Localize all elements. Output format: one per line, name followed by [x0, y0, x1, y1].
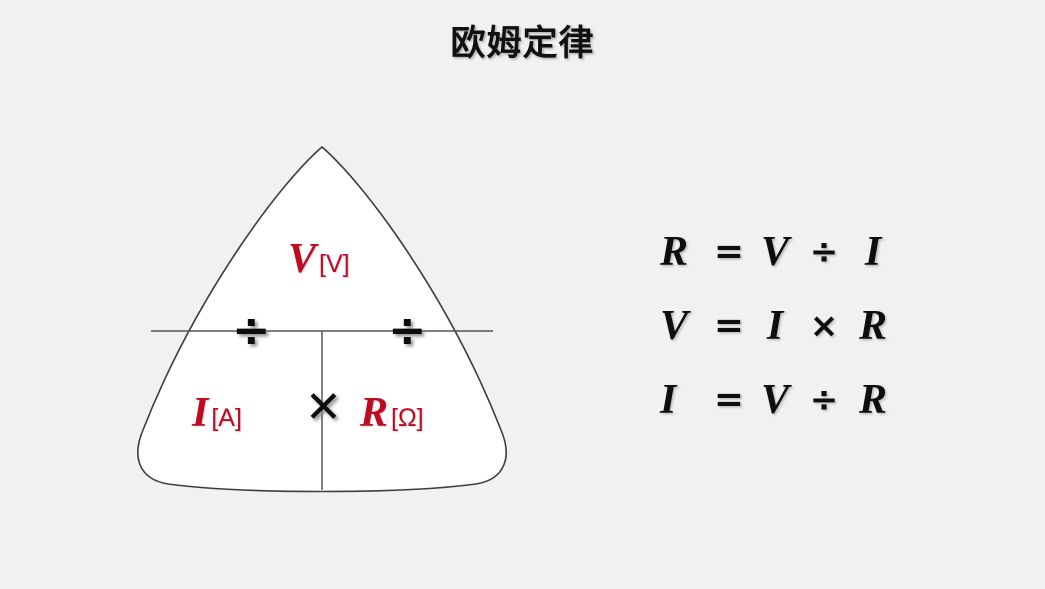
formula-operand-a: V [760, 229, 789, 275]
voltage-unit: [V] [319, 250, 350, 278]
formula-operand-a: I [766, 303, 784, 349]
triangle-cell-current: I[A] [192, 392, 242, 434]
formula-operand-b: R [858, 377, 887, 423]
formula-operator-icon: ÷ [809, 232, 839, 272]
resistance-symbol: R [360, 390, 389, 436]
current-symbol: I [192, 390, 209, 436]
triangle-outline [137, 145, 507, 493]
formula-operator-icon: ÷ [809, 380, 839, 420]
formula-equals-icon: = [713, 231, 745, 272]
formula-row-voltage: V = I × R [660, 289, 930, 363]
formula-lhs: I [660, 377, 677, 423]
divide-icon-left: ÷ [232, 303, 271, 357]
formula-equals-icon: = [713, 379, 745, 420]
formula-operand-b: I [864, 229, 882, 275]
voltage-symbol: V [288, 236, 317, 282]
formula-operand-b: R [858, 303, 887, 349]
formula-lhs: R [660, 229, 689, 275]
formula-operator-icon: × [809, 306, 839, 346]
current-unit: [A] [211, 404, 242, 432]
triangle-cell-voltage: V[V] [288, 238, 350, 280]
formula-equals-icon: = [713, 305, 745, 346]
formula-lhs: V [660, 303, 689, 349]
triangle-cell-resistance: R[Ω] [360, 392, 424, 434]
triangle-shape-svg [137, 145, 507, 493]
formula-list: R = V ÷ I V = I × R I = V ÷ R [660, 215, 930, 437]
multiply-icon: ✕ [305, 382, 342, 433]
resistance-unit: [Ω] [391, 404, 424, 432]
formula-row-resistance: R = V ÷ I [660, 215, 930, 289]
divide-icon-right: ÷ [388, 303, 427, 357]
formula-operand-a: V [760, 377, 789, 423]
ohms-law-triangle-diagram: V[V] I[A] R[Ω] ÷ ÷ ✕ [120, 130, 540, 520]
page-title: 欧姆定律 [450, 24, 595, 64]
formula-row-current: I = V ÷ R [660, 363, 930, 437]
